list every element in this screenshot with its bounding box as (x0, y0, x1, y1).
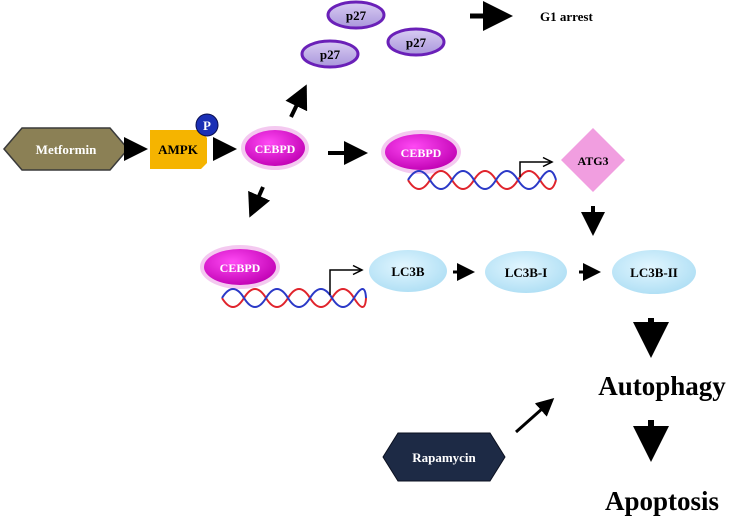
lc3b-ii-label: LC3B-II (630, 265, 678, 280)
cebpd-atg3-promoter-node: CEBPD (381, 130, 461, 174)
lc3b-label: LC3B (391, 264, 425, 279)
metformin-label: Metformin (36, 142, 97, 157)
g1-arrest-label: G1 arrest (540, 9, 593, 24)
cebpd-main-label: CEBPD (255, 142, 296, 156)
cebpd-main-node: CEBPD (241, 126, 309, 170)
lc3b-ii-node: LC3B-II (612, 250, 696, 294)
p27-top-node: p27 (326, 0, 386, 30)
p27-right-node: p27 (386, 27, 446, 57)
dna-helix-atg3 (407, 170, 557, 190)
rapamycin-node: Rapamycin (382, 432, 506, 482)
arrow-rapamycin-autophagy (515, 398, 555, 434)
arrow-cebpd-lc3b-promoter (248, 186, 271, 218)
lc3b-i-label: LC3B-I (505, 265, 548, 280)
p27-left-label: p27 (320, 47, 341, 62)
p27-left-node: p27 (300, 39, 360, 69)
atg3-node: ATG3 (561, 128, 625, 192)
rapamycin-label: Rapamycin (412, 450, 476, 465)
atg3-label: ATG3 (577, 154, 608, 168)
phospho-badge (195, 113, 219, 137)
transcription-arrow-lc3b (329, 270, 362, 295)
autophagy-label: Autophagy (598, 371, 726, 401)
p27-top-label: p27 (346, 8, 367, 23)
metformin-node: Metformin (3, 127, 129, 171)
arrow-cebpd-p27 (285, 84, 308, 118)
ampk-label: AMPK (158, 142, 199, 157)
transcription-arrow-atg3 (519, 162, 552, 177)
cebpd-atg3-promoter-label: CEBPD (401, 146, 442, 160)
lc3b-i-node: LC3B-I (485, 251, 567, 293)
cebpd-lc3b-promoter-node: CEBPD (200, 245, 280, 289)
ampk-node: AMPK P (150, 113, 219, 169)
cebpd-lc3b-promoter-label: CEBPD (220, 261, 261, 275)
lc3b-node: LC3B (369, 250, 447, 292)
dna-helix-lc3b (221, 288, 367, 308)
phospho-label: P (203, 118, 211, 133)
apoptosis-label: Apoptosis (605, 486, 719, 516)
p27-right-label: p27 (406, 35, 427, 50)
